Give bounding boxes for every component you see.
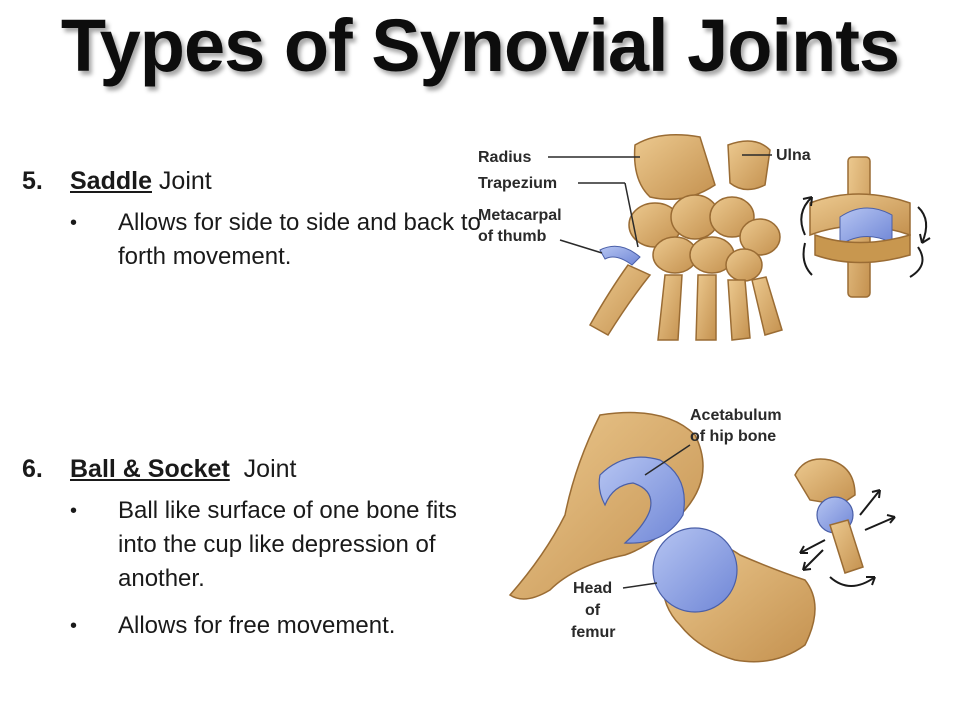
- label-acetabulum-line2: of hip bone: [690, 428, 776, 445]
- label-ulna: Ulna: [776, 147, 811, 164]
- label-metacarpal-line1: Metacarpal: [478, 207, 562, 224]
- bullet-list: • Ball like surface of one bone fits into…: [22, 494, 482, 643]
- joint-suffix: Joint: [229, 455, 297, 483]
- saddle-joint-figure: Radius Trapezium Metacarpal of thumb Uln…: [478, 134, 931, 341]
- item-number: 6.: [22, 455, 43, 483]
- hip-joint-illustration: [508, 411, 816, 663]
- joint-heading: 5. Saddle Joint: [22, 165, 482, 198]
- saddle-joint-model-icon: [809, 156, 911, 298]
- joint-name: Ball & Socket: [70, 455, 230, 483]
- label-head-line3: femur: [571, 624, 615, 641]
- bullet-item: • Allows for free movement.: [22, 609, 482, 643]
- bullet-text: Allows for free movement.: [118, 612, 396, 639]
- item-number: 5.: [22, 167, 43, 195]
- label-head-line1: Head: [573, 580, 612, 597]
- rotation-arrows-icon: [799, 489, 896, 587]
- bullet-item: • Ball like surface of one bone fits into…: [22, 494, 482, 596]
- label-trapezium: Trapezium: [478, 175, 557, 192]
- bullet-dot-icon: •: [70, 615, 78, 637]
- label-metacarpal-line2: of thumb: [478, 228, 547, 245]
- slide-title: Types of Synovial Joints: [60, 4, 900, 87]
- bullet-text: Allows for side to side and back to fort…: [118, 209, 481, 270]
- label-head-line2: of: [585, 602, 601, 619]
- joint-heading: 6. Ball & Socket Joint: [22, 453, 482, 486]
- joint-name: Saddle: [70, 167, 152, 195]
- bullet-dot-icon: •: [70, 212, 78, 234]
- bullet-item: • Allows for side to side and back to for…: [22, 206, 482, 274]
- label-acetabulum-line1: Acetabulum: [690, 407, 782, 424]
- joint-item-saddle: 5. Saddle Joint • Allows for side to side…: [22, 165, 482, 287]
- rotation-arrows-icon: [800, 196, 931, 278]
- bullet-list: • Allows for side to side and back to for…: [22, 206, 482, 274]
- ball-socket-joint-figure: Acetabulum of hip bone Head of femur: [508, 407, 896, 663]
- bullet-dot-icon: •: [70, 500, 78, 522]
- label-radius: Radius: [478, 149, 531, 166]
- bullet-text: Ball like surface of one bone fits into …: [118, 497, 457, 592]
- joint-suffix: Joint: [151, 167, 212, 195]
- ball-socket-model-icon: [794, 458, 864, 574]
- wrist-bones-illustration: [588, 134, 783, 341]
- joint-item-ball-socket: 6. Ball & Socket Joint • Ball like surfac…: [22, 453, 482, 656]
